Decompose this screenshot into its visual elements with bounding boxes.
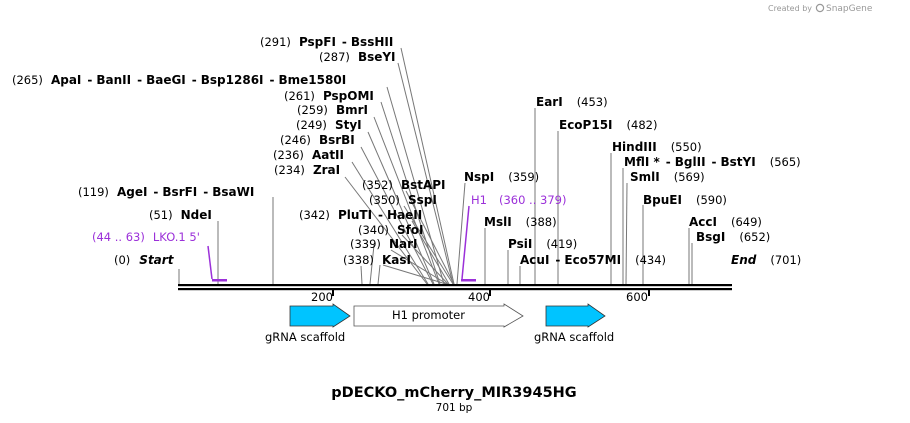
label-nari: (339)NarI xyxy=(350,237,417,251)
label-sfoi: (340)SfoI xyxy=(358,223,424,237)
ruler: 200 400 600 xyxy=(311,290,650,304)
plasmid-title: pDECKO_mCherry_MIR3945HG xyxy=(331,385,576,401)
tick-600 xyxy=(648,290,650,296)
feature-h1-promoter-label: H1 promoter xyxy=(392,308,465,322)
label-pspomi: (261)PspOMI xyxy=(284,89,374,103)
label-ecop15i: EcoP15I(482) xyxy=(559,118,657,132)
label-hindiii: HindIII(550) xyxy=(612,140,702,154)
cut-site-lines xyxy=(217,47,693,285)
label-bseyi: (287)BseYI xyxy=(319,50,396,64)
plasmid-length: 701 bp xyxy=(436,402,473,414)
label-zrai: (234)ZraI xyxy=(274,163,340,177)
start-label: (0)Start xyxy=(114,253,175,267)
created-by-text: Created by xyxy=(768,4,812,13)
label-bmri: (259)BmrI xyxy=(297,103,368,117)
label-nspi: NspI(359) xyxy=(464,170,539,184)
primer-h1-label: H1(360 .. 379) xyxy=(471,193,566,207)
tick-label-400: 400 xyxy=(468,290,490,304)
tick-400 xyxy=(489,290,491,296)
tick-label-200: 200 xyxy=(311,290,333,304)
label-msli: MslI(388) xyxy=(484,215,557,229)
feature-grna-scaffold-2[interactable] xyxy=(545,303,606,328)
tick-label-600: 600 xyxy=(626,290,648,304)
label-eari: EarI(453) xyxy=(536,95,608,109)
primer-h1-connector xyxy=(461,205,470,280)
feature-grna-scaffold-1[interactable] xyxy=(289,303,351,328)
label-psii: PsiI(419) xyxy=(508,237,577,251)
primer-lko-mark[interactable] xyxy=(212,279,227,282)
snapgene-logo-icon xyxy=(815,3,825,13)
label-pspfi: (291)PspFI-BssHII xyxy=(260,35,393,49)
label-styi: (249)StyI xyxy=(296,118,362,132)
label-aatii: (236)AatII xyxy=(273,148,344,162)
snapgene-credit: Created by SnapGene xyxy=(768,3,873,14)
label-acci: AccI(649) xyxy=(689,215,762,229)
tick-200 xyxy=(332,290,334,296)
label-bsrbi: (246)BsrBI xyxy=(280,133,355,147)
feature-grna-scaffold-2-label: gRNA scaffold xyxy=(534,330,614,344)
snapgene-brand: SnapGene xyxy=(826,4,873,14)
end-label: End(701) xyxy=(731,253,801,267)
sequence-backbone xyxy=(178,284,732,291)
label-bsgi: BsgI(652) xyxy=(696,230,770,244)
label-plutI: (342)PluTI-HaeII xyxy=(299,208,422,222)
label-smli: SmlI(569) xyxy=(630,170,705,184)
label-acui: AcuI-Eco57MI(434) xyxy=(520,253,666,267)
label-sspi: (350)SspI xyxy=(369,193,437,207)
label-ndei: (51)NdeI xyxy=(149,208,212,222)
label-agei: (119)AgeI-BsrFI-BsaWI xyxy=(78,185,254,199)
label-kasi: (338)KasI xyxy=(343,253,411,267)
label-mfli: MflI *-BglII-BstYI(565) xyxy=(624,155,801,169)
label-bstapi: (352)BstAPI xyxy=(362,178,446,192)
primer-h1-mark[interactable] xyxy=(461,279,476,282)
label-apai: (265)ApaI-BanII-BaeGI-Bsp1286I-Bme1580I xyxy=(12,73,346,87)
primer-lko-label: (44 .. 63)LKO.1 5' xyxy=(92,230,200,244)
primer-lko-connector xyxy=(207,245,213,280)
label-bpuei: BpuEI(590) xyxy=(643,193,727,207)
feature-grna-scaffold-1-label: gRNA scaffold xyxy=(265,330,345,344)
feature-h1-promoter[interactable] xyxy=(353,303,524,328)
